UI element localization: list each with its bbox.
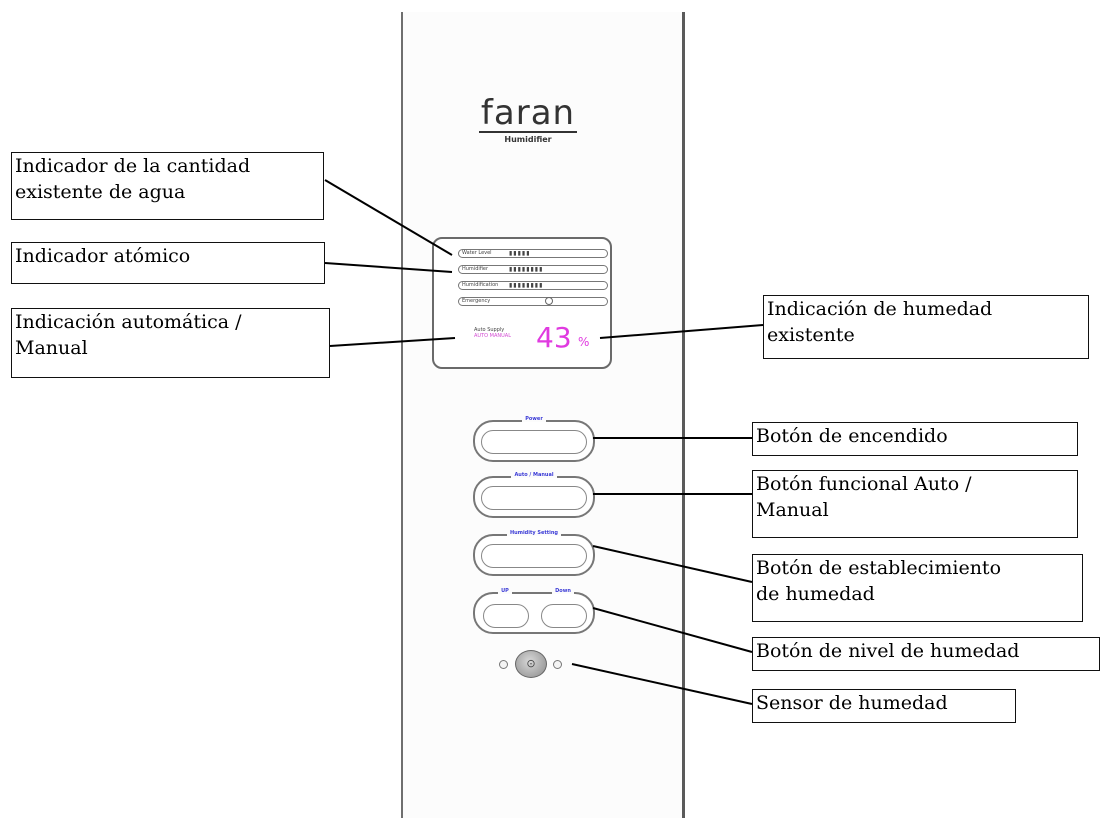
water-level-bars: ▮▮▮▮▮ xyxy=(509,250,531,257)
humidity-level-buttons: UP Down xyxy=(473,588,595,634)
power-button[interactable]: Power xyxy=(473,416,595,462)
humidification-bars: ▮▮▮▮▮▮▮▮ xyxy=(509,282,544,289)
mode-line-1: Auto Supply xyxy=(474,327,505,333)
logo-underline xyxy=(479,131,577,133)
leader-water xyxy=(324,179,453,256)
emergency-label: Emergency xyxy=(462,298,491,304)
sensor-led-right xyxy=(553,660,562,669)
humidity-setting-button[interactable]: Humidity Setting xyxy=(473,530,595,576)
callout-setting-button: Botón de establecimiento de humedad xyxy=(752,554,1083,622)
mode-line-2: AUTO MANUAL xyxy=(474,333,511,339)
callout-humidity-indicator: Indicación de humedad existente xyxy=(763,295,1089,359)
sensor-led-left xyxy=(499,660,508,669)
humidity-readout: 43 xyxy=(536,321,572,354)
brand-subtitle: Humidifier xyxy=(504,135,552,144)
humidifier-indicator: Humidifier ▮▮▮▮▮▮▮▮ xyxy=(458,265,608,274)
humidifier-body: faran Humidifier Water Level ▮▮▮▮▮ Humid… xyxy=(401,12,685,818)
humidification-label: Humidification xyxy=(462,282,499,288)
leader-setting xyxy=(592,545,753,583)
humidity-setting-button-label: Humidity Setting xyxy=(507,530,561,536)
power-button-label: Power xyxy=(522,416,546,422)
humidifier-label: Humidifier xyxy=(462,266,489,272)
leader-sensor xyxy=(571,663,753,705)
callout-level-button: Botón de nivel de humedad xyxy=(752,637,1100,671)
brand-name: faran xyxy=(480,93,576,133)
leader-atomic xyxy=(324,262,453,273)
auto-manual-button-label: Auto / Manual xyxy=(511,472,557,478)
callout-power-button: Botón de encendido xyxy=(752,422,1078,456)
mode-indicator: Auto Supply AUTO MANUAL xyxy=(474,327,511,339)
leader-level xyxy=(592,607,753,653)
down-button-label: Down xyxy=(552,588,574,594)
display-panel: Water Level ▮▮▮▮▮ Humidifier ▮▮▮▮▮▮▮▮ Hu… xyxy=(432,237,612,369)
callout-sensor: Sensor de humedad xyxy=(752,689,1016,723)
leader-auto-manual xyxy=(329,337,456,347)
humidity-sensor: ⊙ xyxy=(515,650,547,678)
up-button[interactable] xyxy=(483,604,529,628)
up-button-label: UP xyxy=(498,588,512,594)
callout-function-button: Botón funcional Auto / Manual xyxy=(752,470,1078,538)
water-level-indicator: Water Level ▮▮▮▮▮ xyxy=(458,249,608,258)
callout-auto-manual-indicator: Indicación automática / Manual xyxy=(11,308,330,378)
water-level-label: Water Level xyxy=(462,250,492,256)
brand-logo: faran Humidifier xyxy=(473,96,583,145)
callout-water-level: Indicador de la cantidad existente de ag… xyxy=(11,152,324,220)
humidification-indicator: Humidification ▮▮▮▮▮▮▮▮ xyxy=(458,281,608,290)
down-button[interactable] xyxy=(541,604,587,628)
humidifier-bars: ▮▮▮▮▮▮▮▮ xyxy=(509,266,544,273)
leader-humidity xyxy=(599,324,764,339)
humidity-unit: % xyxy=(578,335,590,349)
emergency-knob-icon xyxy=(545,297,553,305)
callout-atomic: Indicador atómico xyxy=(11,242,325,284)
emergency-indicator: Emergency xyxy=(458,297,608,306)
auto-manual-button[interactable]: Auto / Manual xyxy=(473,472,595,518)
